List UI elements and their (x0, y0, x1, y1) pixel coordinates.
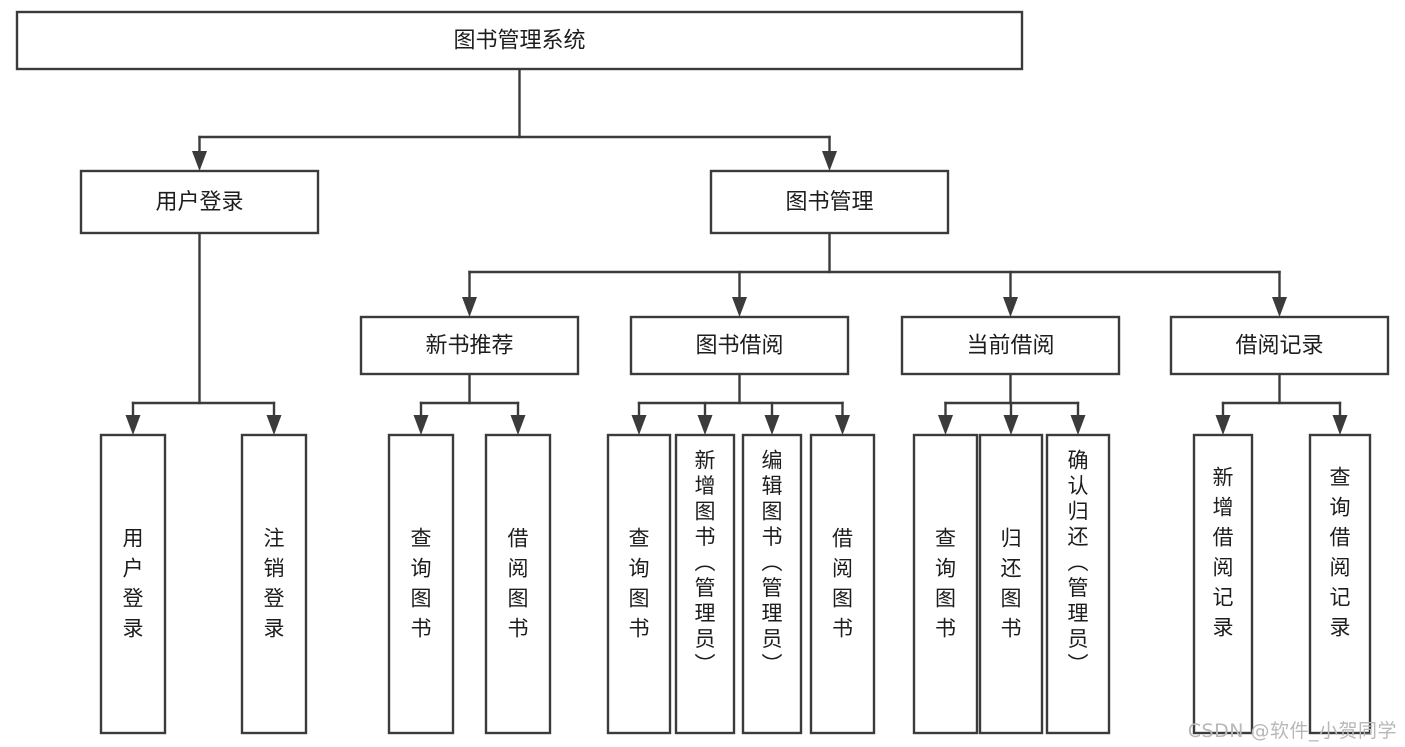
node-new-book-recommend[interactable]: 新书推荐 (359, 315, 580, 376)
node-leaf-query-book-borrow[interactable]: 查询图书 (606, 433, 672, 735)
connector-layer (125, 67, 1348, 435)
arrow-head-icon (1003, 297, 1018, 317)
node-book-borrow[interactable]: 图书借阅 (629, 315, 850, 376)
arrow-head-icon (1332, 415, 1348, 435)
arrow-head-icon (631, 415, 647, 435)
node-label: 注销登录 (264, 527, 285, 641)
node-box (387, 433, 455, 735)
node-box (674, 433, 736, 735)
node-label: 确认归还︵管理员︶ (1068, 448, 1089, 676)
arrow-head-icon (1215, 415, 1231, 435)
arrow-head-icon (413, 415, 429, 435)
node-box (912, 433, 979, 735)
node-box (709, 169, 950, 235)
node-book-manage[interactable]: 图书管理 (709, 169, 950, 235)
node-label: 图书借阅 (695, 334, 783, 359)
node-current-borrow[interactable]: 当前借阅 (900, 315, 1121, 376)
node-leaf-confirm-return-admin[interactable]: 确认归还︵管理员︶ (1045, 433, 1111, 735)
node-label: 借阅图书 (832, 527, 853, 641)
node-box (1169, 315, 1390, 376)
arrow-head-icon (462, 297, 477, 317)
arrow-head-icon (822, 151, 837, 171)
node-box (978, 433, 1044, 735)
node-label: 当前借阅 (966, 334, 1054, 359)
node-root[interactable]: 图书管理系统 (15, 10, 1024, 71)
node-box (359, 315, 580, 376)
node-box (484, 433, 552, 735)
node-box (606, 433, 672, 735)
node-leaf-logout-login[interactable]: 注销登录 (240, 433, 308, 735)
node-label: 借阅记录 (1235, 334, 1323, 359)
node-label: 查询借阅记录 (1330, 466, 1351, 640)
node-box (900, 315, 1121, 376)
node-layer: 图书管理系统用户登录图书管理新书推荐图书借阅当前借阅借阅记录用户登录注销登录查询… (15, 10, 1390, 735)
arrow-head-icon (1003, 415, 1019, 435)
node-leaf-return-book[interactable]: 归还图书 (978, 433, 1044, 735)
node-leaf-edit-book-admin[interactable]: 编辑图书︵管理员︶ (741, 433, 803, 735)
node-leaf-user-login[interactable]: 用户登录 (99, 433, 167, 735)
node-leaf-query-book-current[interactable]: 查询图书 (912, 433, 979, 735)
node-label: 查询图书 (411, 527, 432, 641)
arrow-head-icon (732, 297, 747, 317)
node-leaf-query-book-recommend[interactable]: 查询图书 (387, 433, 455, 735)
node-box (240, 433, 308, 735)
arrow-head-icon (835, 415, 850, 435)
arrow-head-icon (266, 415, 282, 435)
node-leaf-borrow-book-recommend[interactable]: 借阅图书 (484, 433, 552, 735)
node-label: 图书管理 (785, 190, 873, 215)
node-label: 借阅图书 (508, 527, 529, 641)
node-box (99, 433, 167, 735)
node-leaf-add-book-admin[interactable]: 新增图书︵管理员︶ (674, 433, 736, 735)
node-label: 归还图书 (1001, 527, 1022, 641)
node-leaf-query-borrow-record[interactable]: 查询借阅记录 (1308, 433, 1372, 735)
node-label: 新增借阅记录 (1213, 466, 1234, 640)
node-box (1308, 433, 1372, 735)
node-box (1045, 433, 1111, 735)
node-label: 用户登录 (155, 190, 243, 215)
arrow-head-icon (1070, 415, 1086, 435)
arrow-head-icon (125, 415, 141, 435)
node-box (1192, 433, 1254, 735)
node-label: 新增图书︵管理员︶ (695, 448, 716, 676)
node-box (809, 433, 876, 735)
arrow-head-icon (697, 415, 713, 435)
node-borrow-record[interactable]: 借阅记录 (1169, 315, 1390, 376)
node-label: 用户登录 (123, 527, 144, 641)
node-user-login[interactable]: 用户登录 (79, 169, 320, 235)
node-box (741, 433, 803, 735)
node-leaf-borrow-book[interactable]: 借阅图书 (809, 433, 876, 735)
arrow-head-icon (1272, 297, 1287, 317)
node-label: 新书推荐 (425, 334, 513, 359)
node-box (15, 10, 1024, 71)
arrow-head-icon (938, 415, 953, 435)
node-box (629, 315, 850, 376)
node-label: 查询图书 (629, 527, 650, 641)
arrow-head-icon (192, 151, 207, 171)
node-label: 查询图书 (935, 527, 956, 641)
node-label: 编辑图书︵管理员︶ (762, 448, 783, 676)
node-box (79, 169, 320, 235)
node-leaf-add-borrow-record[interactable]: 新增借阅记录 (1192, 433, 1254, 735)
arrow-head-icon (764, 415, 780, 435)
node-label: 图书管理系统 (453, 29, 585, 54)
arrow-head-icon (510, 415, 526, 435)
